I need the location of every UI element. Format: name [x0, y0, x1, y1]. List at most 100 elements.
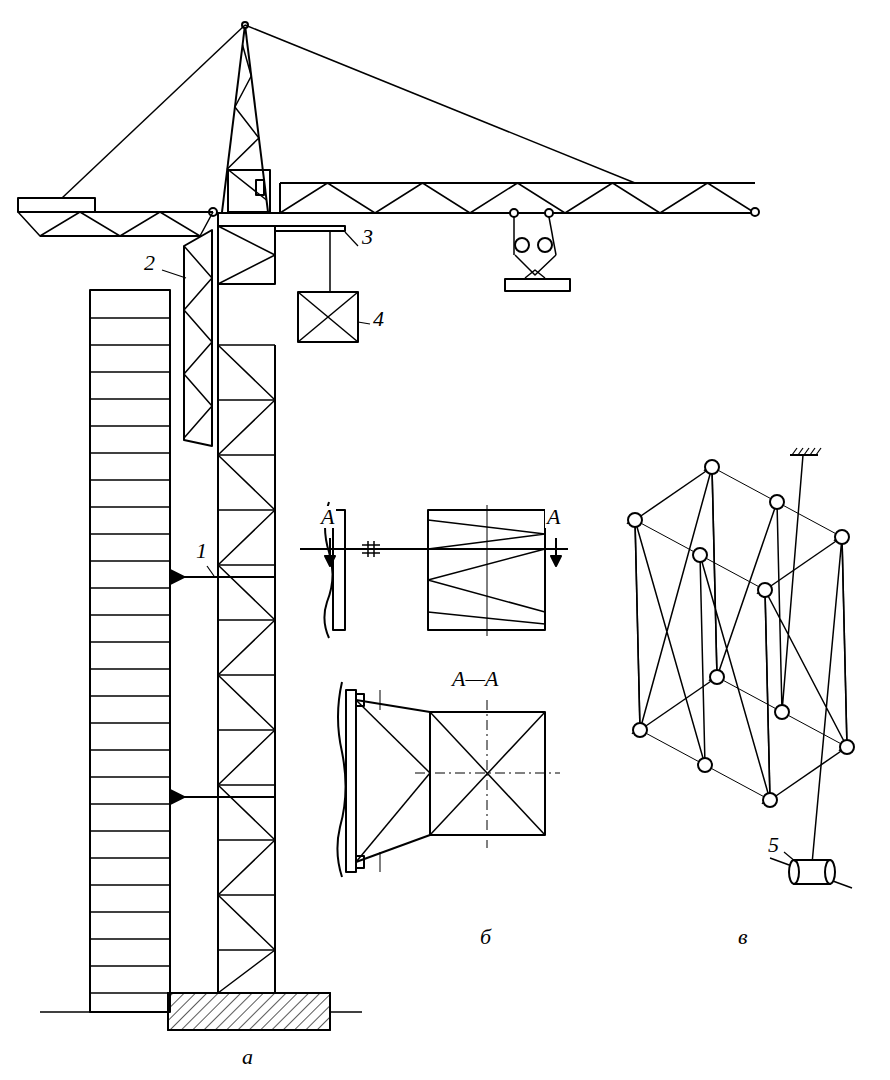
climbing-frame — [184, 230, 212, 446]
callout-label: б — [478, 926, 493, 948]
pulley — [763, 793, 777, 807]
mast-chord — [274, 345, 276, 993]
jib-chord — [279, 183, 281, 213]
mast-strut — [218, 564, 275, 566]
climbing-frame-lattice — [184, 246, 212, 438]
hook-sheave — [515, 238, 529, 252]
bolt-mark — [373, 541, 375, 557]
anchor-hatch — [804, 448, 809, 455]
mast-strut — [218, 674, 275, 676]
floor-line — [90, 992, 170, 994]
mast-strut — [218, 399, 275, 401]
floor-line — [90, 398, 170, 400]
floor-line — [90, 344, 170, 346]
rope-reeving — [635, 455, 847, 864]
wall-edge — [337, 682, 345, 877]
leader-line — [358, 322, 370, 324]
pulley — [710, 670, 724, 684]
floor-line — [90, 533, 170, 535]
mast-strut — [218, 894, 275, 896]
callout-label: А — [319, 506, 336, 528]
anchor-hatch — [792, 448, 797, 455]
jib-lattice — [280, 183, 755, 213]
pulley — [835, 530, 849, 544]
hook — [525, 270, 545, 278]
wall-tie — [172, 576, 275, 578]
peak-lattice — [227, 45, 266, 200]
mast-lattice — [218, 345, 275, 993]
pulley-axle — [635, 467, 712, 520]
anchor-hatch — [798, 448, 803, 455]
erection-rope — [329, 231, 331, 292]
pulley — [775, 705, 789, 719]
drum-end — [825, 860, 835, 884]
floor-line — [90, 830, 170, 832]
leader-line — [345, 232, 358, 246]
pulley-axle — [770, 747, 847, 800]
section-arrowhead — [325, 556, 335, 566]
pulley-axle — [765, 537, 842, 590]
floor-line — [90, 749, 170, 751]
erection-beam — [275, 226, 345, 231]
wall-plate — [333, 510, 345, 630]
mast-panel-lattice — [428, 612, 545, 624]
pendant-cable — [62, 25, 245, 198]
anchor-plate — [346, 690, 356, 872]
wall-tie — [172, 796, 275, 798]
counterweight — [18, 198, 95, 212]
callout-label: А—А — [450, 668, 500, 690]
mast-strut — [218, 619, 275, 621]
floor-line — [90, 425, 170, 427]
bolt-line — [380, 852, 381, 872]
peak-chord — [222, 25, 245, 212]
tower-head-section — [218, 226, 275, 284]
pendant-cable — [245, 25, 635, 183]
mast-panel-lattice — [428, 520, 545, 549]
hook-block — [515, 255, 556, 275]
pulley-axle — [640, 677, 717, 730]
floor-line — [90, 668, 170, 670]
building — [90, 290, 170, 1012]
ground-line — [330, 1011, 362, 1013]
mast-panel-lattice — [428, 549, 545, 612]
pulley — [758, 583, 772, 597]
center-line — [487, 700, 488, 848]
mast-strut — [218, 454, 275, 456]
center-line — [487, 505, 488, 636]
floor-line — [90, 587, 170, 589]
floor-line — [90, 911, 170, 913]
floor-line — [90, 803, 170, 805]
callout-label: 4 — [371, 308, 386, 330]
anchor-hatch — [816, 448, 821, 455]
trolley-wheel — [545, 209, 553, 217]
center-line — [415, 773, 560, 774]
floor-line — [90, 695, 170, 697]
mast-section-lattice — [298, 292, 358, 342]
foundation-outline — [168, 993, 330, 1030]
bracket-member — [356, 773, 430, 862]
floor-line — [90, 479, 170, 481]
drum-end — [789, 860, 799, 884]
mast-chord — [217, 212, 219, 993]
tie-anchor — [170, 570, 184, 584]
pulley — [770, 495, 784, 509]
mast-strut — [218, 992, 275, 994]
floor-line — [90, 506, 170, 508]
bolt-line — [380, 690, 381, 710]
mast-strut — [218, 509, 275, 511]
callout-label: 1 — [194, 540, 209, 562]
trolley-wheel — [510, 209, 518, 217]
pulley — [628, 513, 642, 527]
jib-end — [751, 208, 759, 216]
pulley — [705, 460, 719, 474]
callout-label: А — [545, 506, 562, 528]
tower-head-lattice — [218, 226, 275, 284]
leader-line — [162, 270, 186, 278]
floor-line — [90, 641, 170, 643]
mast-strut — [218, 729, 275, 731]
leader-line — [784, 852, 796, 862]
tie-anchor — [170, 790, 184, 804]
pulley — [840, 740, 854, 754]
leader-line — [207, 566, 214, 576]
